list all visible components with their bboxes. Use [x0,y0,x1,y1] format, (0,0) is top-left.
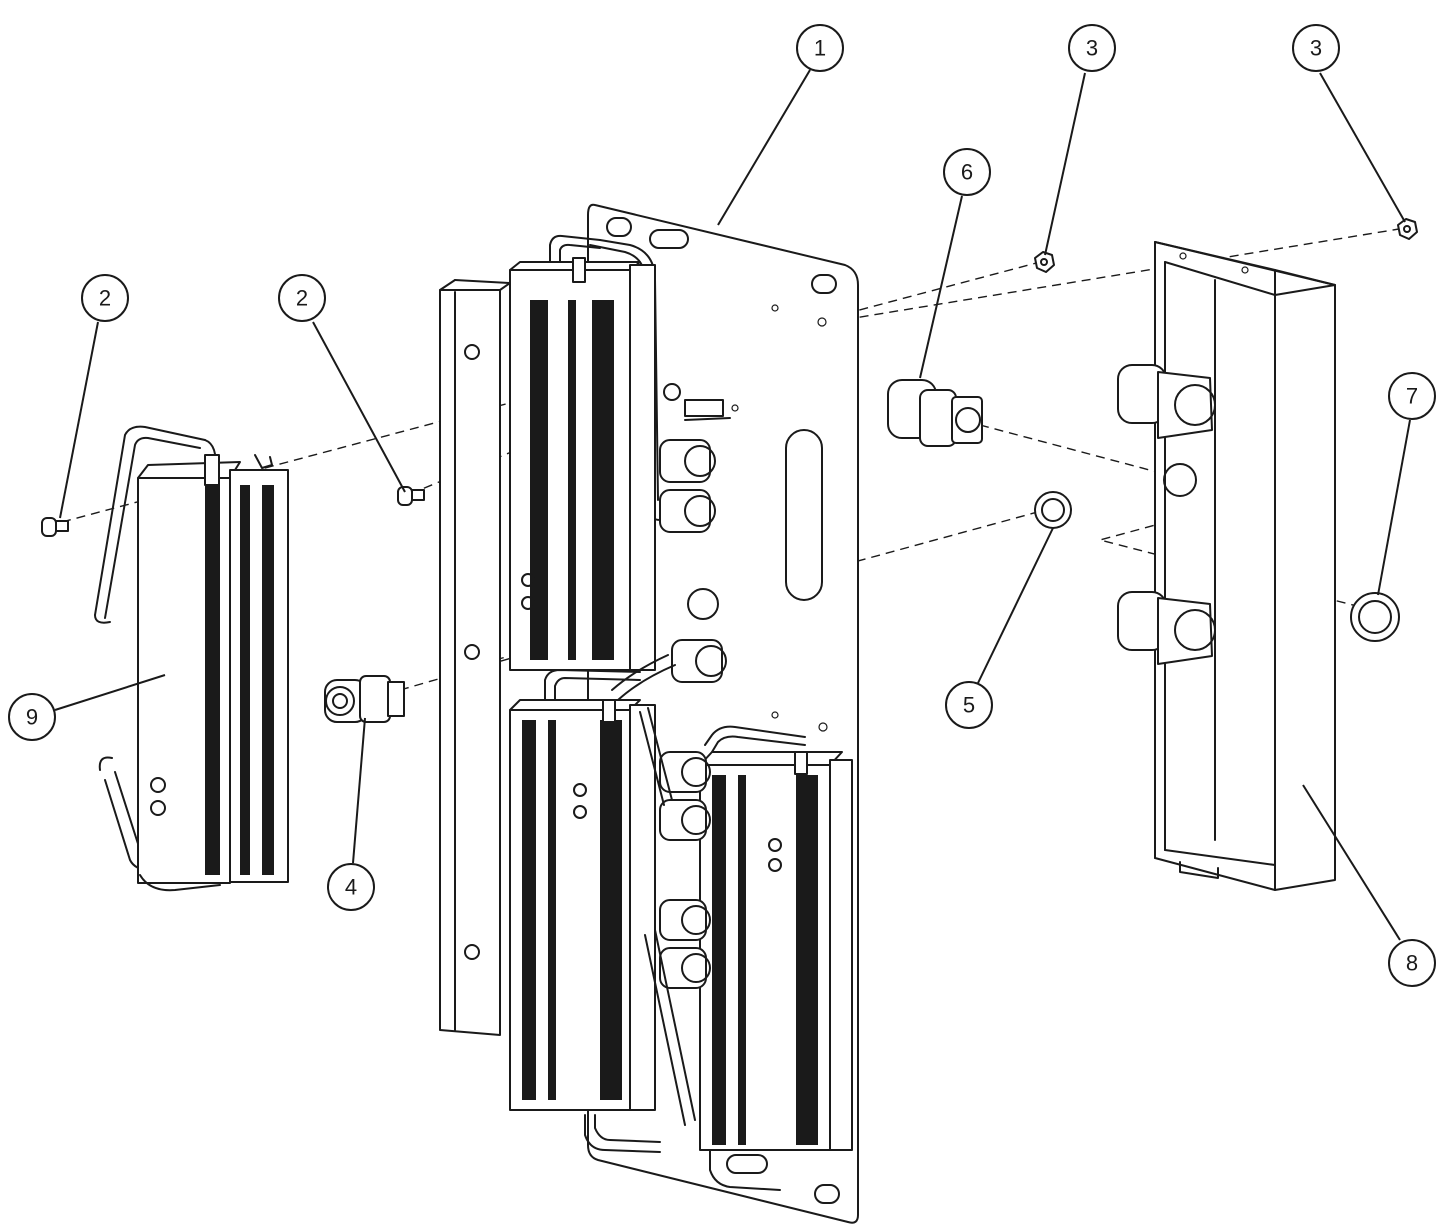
plate-cable-glands [611,439,727,1126]
svg-text:8: 8 [1406,951,1418,976]
svg-text:3: 3 [1086,36,1098,61]
power-supply-lower-right [699,725,853,1191]
power-supply-exploded [94,425,289,892]
lock-ring-part7 [1350,592,1400,642]
enclosure-gland-lower [1117,591,1216,665]
svg-text:7: 7 [1406,384,1418,409]
svg-text:1: 1 [814,36,826,61]
gland-g [659,947,711,989]
side-rail [439,279,511,1036]
leader-lines [54,69,1411,941]
svg-text:2: 2 [296,286,308,311]
svg-text:5: 5 [963,693,975,718]
svg-text:3: 3 [1310,36,1322,61]
nut-right [1397,218,1418,240]
power-supply-upper [509,234,661,671]
cable-gland-part4 [324,675,405,723]
callout-8: 8 [1388,939,1436,987]
callout-5: 5 [945,681,993,729]
callout-7: 7 [1388,372,1436,420]
svg-text:4: 4 [345,875,357,900]
callout-3-right: 3 [1292,24,1340,72]
gland-d [659,751,711,793]
callout-3-left: 3 [1068,24,1116,72]
svg-text:9: 9 [26,705,38,730]
screw-right [397,486,425,506]
gland-c [671,639,727,683]
callouts: 1 2 2 3 3 4 5 6 7 8 9 [8,24,1436,987]
callout-2-left: 2 [81,274,129,322]
power-supply-lower-left [509,669,661,1153]
callout-2-right: 2 [278,274,326,322]
gland-b [659,489,716,533]
enclosure-cover [1117,241,1336,891]
lock-nut-part5 [1034,491,1072,529]
gland-f [659,899,711,941]
cable-gland-part6 [887,379,983,447]
screw-left [41,517,69,537]
callout-9: 9 [8,693,56,741]
callout-6: 6 [943,148,991,196]
svg-text:2: 2 [99,286,111,311]
gland-a [659,439,716,483]
callout-4: 4 [327,863,375,911]
svg-text:6: 6 [961,160,973,185]
gland-e [659,799,711,841]
enclosure-gland-upper [1117,364,1216,439]
nut-left [1034,251,1055,273]
callout-1: 1 [796,24,844,72]
